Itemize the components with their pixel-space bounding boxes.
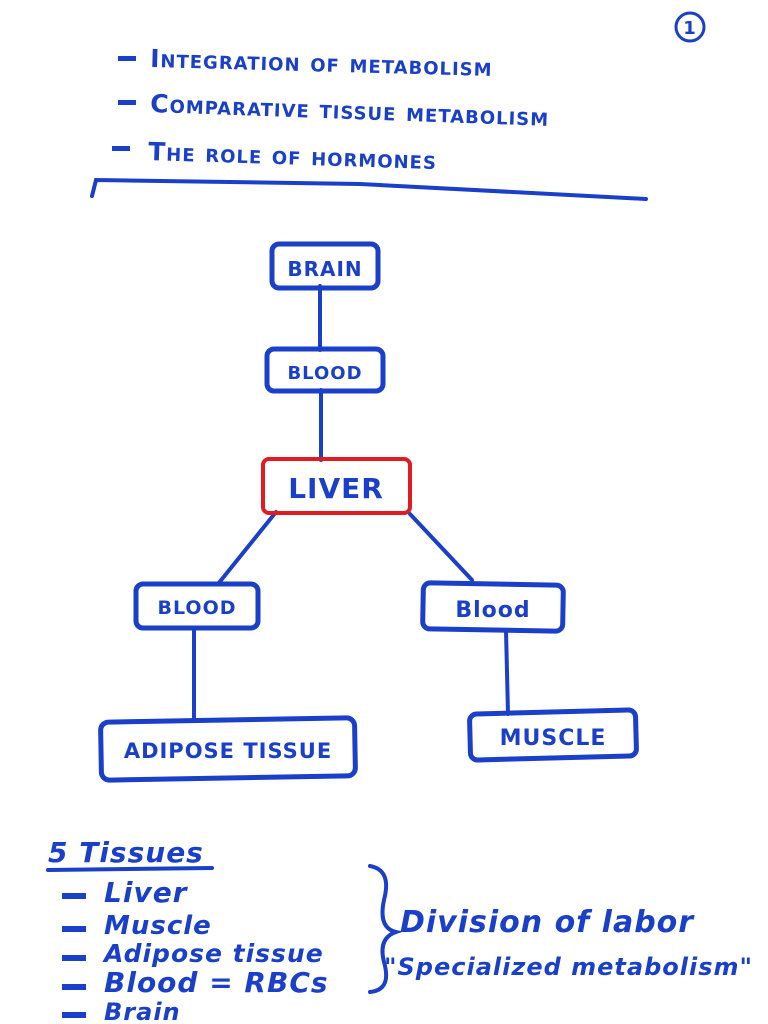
svg-text:LIVER: LIVER (288, 472, 384, 505)
topic-list: Integration of metabolism Comparative ti… (112, 44, 550, 175)
node-blood-left: BLOOD (133, 581, 261, 631)
edge-liver-blood-right (408, 512, 474, 582)
edge-liver-blood-left (216, 510, 278, 586)
page-number: 1 (674, 11, 706, 43)
edge-blood-muscle (504, 628, 510, 716)
svg-text:Comparative tissue metabolism: Comparative tissue metabolism (150, 89, 550, 132)
svg-text:The role of hormones: The role of hormones (148, 137, 438, 175)
svg-text:Liver: Liver (104, 876, 189, 909)
node-brain: BRAIN (269, 241, 381, 291)
svg-text:BLOOD: BLOOD (287, 363, 362, 384)
node-muscle: MUSCLE (467, 707, 639, 763)
right-brace (368, 864, 404, 994)
svg-text:MUSCLE: MUSCLE (500, 726, 607, 751)
topic-item: The role of hormones (112, 137, 437, 175)
svg-text:Integration of metabolism: Integration of metabolism (150, 44, 493, 82)
tissues-heading: 5 Tissues (48, 836, 204, 869)
diagram-edges (192, 284, 510, 722)
node-adipose-tissue: ADIPOSE TISSUE (98, 715, 358, 783)
tissues-section: 5 Tissues Liver Muscle Adipose tissue Bl… (46, 836, 753, 1024)
topic-item: Integration of metabolism (118, 44, 493, 82)
svg-text:ADIPOSE TISSUE: ADIPOSE TISSUE (124, 739, 332, 763)
underline-rule (90, 177, 648, 201)
tissue-item: Brain (62, 998, 181, 1024)
svg-text:1: 1 (683, 18, 697, 39)
division-of-labor-note: Division of labor (400, 905, 695, 940)
svg-text:Blood = RBCs: Blood = RBCs (104, 966, 329, 999)
heading-underline (46, 866, 214, 872)
tissue-item: Blood = RBCs (62, 966, 329, 999)
svg-text:BLOOD: BLOOD (158, 597, 237, 619)
specialized-metabolism-note: "Specialized metabolism" (384, 953, 753, 981)
tissue-item: Adipose tissue (62, 939, 324, 968)
node-liver: LIVER (261, 457, 412, 515)
svg-text:Blood: Blood (455, 598, 530, 623)
topic-item: Comparative tissue metabolism (118, 89, 550, 132)
svg-text:BRAIN: BRAIN (287, 257, 362, 281)
svg-text:Adipose tissue: Adipose tissue (102, 939, 324, 968)
svg-text:Muscle: Muscle (104, 911, 212, 941)
svg-text:Brain: Brain (104, 998, 181, 1024)
node-blood-right: Blood (420, 580, 566, 634)
tissue-item: Muscle (62, 911, 212, 941)
tissue-item: Liver (62, 876, 189, 909)
node-blood-top: BLOOD (264, 346, 386, 394)
